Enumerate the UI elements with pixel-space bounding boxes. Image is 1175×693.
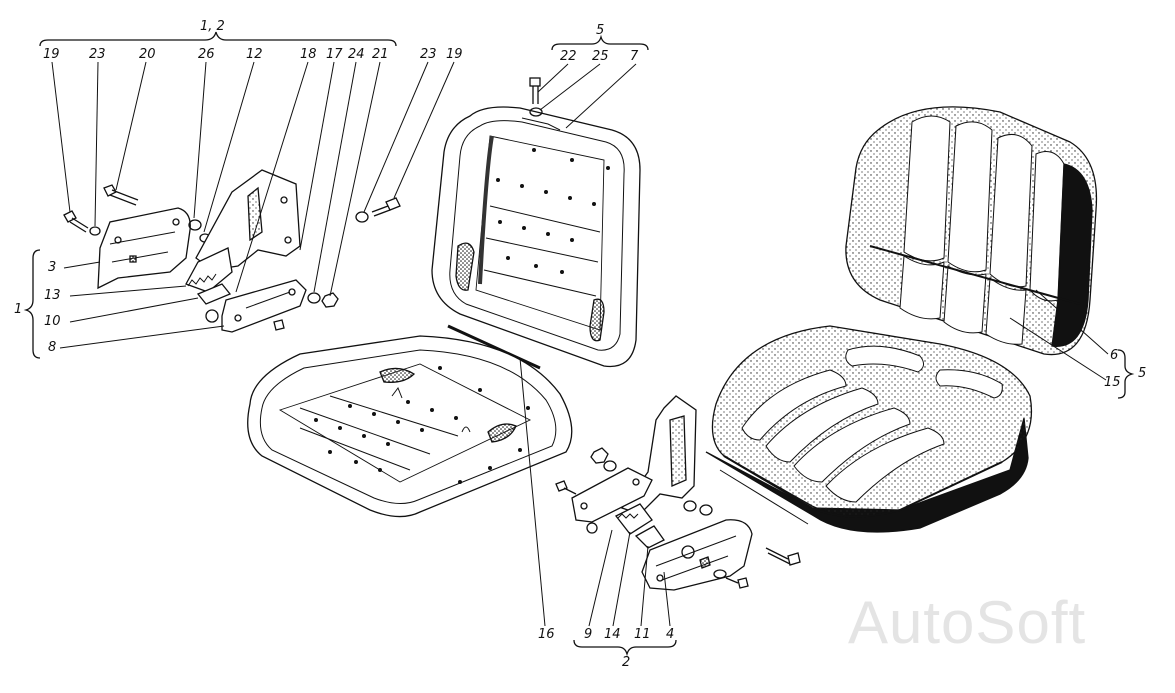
label-22: 22 <box>560 49 577 64</box>
bracket-5-side <box>1117 349 1135 399</box>
bracket-3 <box>97 207 191 290</box>
label-group-2-bottom: 2 <box>622 655 631 670</box>
bolt-20 <box>103 184 139 206</box>
leader-lines <box>51 61 1109 627</box>
label-14: 14 <box>604 627 621 642</box>
label-24: 24 <box>348 47 365 62</box>
pawl-10 <box>196 283 232 305</box>
label-19-right: 19 <box>446 47 463 62</box>
spring-ring <box>205 309 219 323</box>
nut-24 <box>321 292 339 308</box>
washer-right-top <box>603 460 617 472</box>
label-17: 17 <box>326 47 343 62</box>
bolt-19-left <box>63 210 89 233</box>
hinge-arm-8 <box>221 279 307 333</box>
label-25: 25 <box>592 49 609 64</box>
label-20: 20 <box>139 47 156 62</box>
label-26: 26 <box>198 47 215 62</box>
label-group-1-2: 1, 2 <box>200 19 225 34</box>
washer-right-mid2 <box>699 504 713 516</box>
hinge-arm-9 <box>571 467 653 523</box>
bolt-22 <box>529 77 541 104</box>
bracket-2-bottom <box>573 639 677 657</box>
bracket-1-2-top <box>39 31 397 47</box>
label-13: 13 <box>44 288 61 303</box>
label-23-right: 23 <box>420 47 437 62</box>
left-hinge-assembly <box>63 169 401 333</box>
seatback-frame-7 <box>431 106 641 368</box>
washer-25 <box>529 107 543 117</box>
label-7: 7 <box>630 49 639 64</box>
bolt-right-small <box>555 480 577 495</box>
label-6: 6 <box>1110 348 1119 363</box>
seat-cushion-15 <box>705 325 1033 533</box>
strip-16 <box>447 324 541 370</box>
washer-23-right <box>355 211 369 223</box>
pawl-11 <box>634 525 665 549</box>
bolt-right-long <box>765 547 801 566</box>
bracket-4 <box>641 519 753 591</box>
label-23-left: 23 <box>89 47 106 62</box>
label-group-1-side: 1 <box>14 302 23 317</box>
label-19-left: 19 <box>43 47 60 62</box>
nut-right-top <box>590 447 609 464</box>
washer-26 <box>188 219 202 231</box>
seatback-cushion-6 <box>845 106 1098 356</box>
washer-right-mid <box>683 500 697 512</box>
label-group-5-top: 5 <box>596 23 605 38</box>
label-8: 8 <box>48 340 57 355</box>
washer-23-left <box>89 226 101 236</box>
bracket-1-side <box>23 249 41 359</box>
bracket-5-top <box>551 34 649 51</box>
label-12: 12 <box>246 47 263 62</box>
label-16: 16 <box>538 627 555 642</box>
label-15: 15 <box>1104 375 1121 390</box>
label-group-5-side: 5 <box>1138 366 1147 381</box>
label-18: 18 <box>300 47 317 62</box>
right-hinge-assembly <box>555 395 801 591</box>
label-3: 3 <box>48 260 57 275</box>
ratchet-sector-14 <box>615 503 653 535</box>
bolt-right-low <box>725 577 749 589</box>
washer-right-low <box>713 569 727 579</box>
label-10: 10 <box>44 314 61 329</box>
seat-base-pan <box>247 335 573 518</box>
bolt-19-right <box>371 197 401 217</box>
label-21: 21 <box>372 47 389 62</box>
label-11: 11 <box>634 627 651 642</box>
label-9: 9 <box>584 627 593 642</box>
bolt-21-small <box>273 319 285 331</box>
washer-17 <box>307 292 321 304</box>
spring-ring-right <box>586 522 598 534</box>
watermark-text: AutoSoft <box>848 589 1087 656</box>
label-4: 4 <box>666 627 675 642</box>
